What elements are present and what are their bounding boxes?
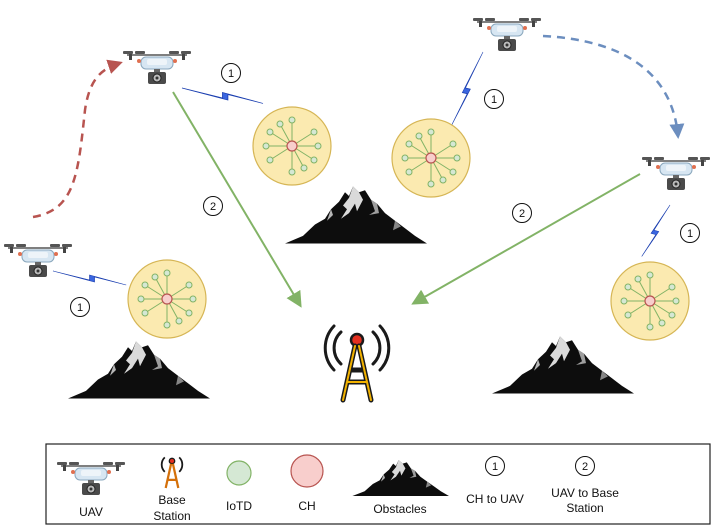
iot-cluster-4 <box>610 261 690 341</box>
legend-uav-to-bs-label: UAV to Base <box>551 486 619 500</box>
step-badge-ch-to-uav: 1 <box>484 89 504 109</box>
drone-icon <box>472 17 542 52</box>
step-badge-ch-to-uav: 1 <box>70 297 90 317</box>
drone-icon <box>122 50 192 85</box>
radio-tower-icon <box>323 324 391 403</box>
lightning-bolt-icon <box>52 270 127 286</box>
iot-cluster-1 <box>252 106 332 186</box>
svg-text:1: 1 <box>228 68 234 80</box>
lightning-bolt-icon <box>641 201 671 261</box>
svg-text:1: 1 <box>491 94 497 106</box>
legend-ch-to-uav-badge <box>485 456 505 476</box>
lightning-bolt-icon <box>451 48 484 129</box>
drone-icon <box>3 243 73 278</box>
uplink-arrow-right <box>411 173 641 305</box>
legend-iotd-label: IoTD <box>226 499 252 513</box>
legend-uav-to-bs-label: Station <box>566 501 603 515</box>
svg-text:2: 2 <box>210 201 216 213</box>
svg-text:2: 2 <box>519 208 525 220</box>
legend-uav-to-bs-badge <box>575 456 595 476</box>
legend-base-station-label: Base <box>158 493 186 507</box>
uav-path-blue <box>542 34 685 139</box>
step-badge-uav-to-bs: 2 <box>203 196 223 216</box>
legend-iotd-icon <box>226 460 252 486</box>
legend-uav-to-bs-number: 2 <box>582 461 588 473</box>
legend-ch-icon <box>290 454 324 488</box>
iot-cluster-3 <box>127 259 207 339</box>
step-badge-ch-to-uav: 1 <box>221 63 241 83</box>
iot-cluster-2 <box>391 118 471 198</box>
legend-obstacles-label: Obstacles <box>373 502 426 516</box>
uplink-arrow-left <box>172 91 302 308</box>
step-badge-uav-to-bs: 2 <box>512 203 532 223</box>
uav-path-red <box>32 59 123 219</box>
legend-ch-to-uav-number: 1 <box>492 461 498 473</box>
mountain-icon <box>285 186 427 244</box>
lightning-bolt-icon <box>181 87 264 104</box>
step-badge-ch-to-uav: 1 <box>680 223 700 243</box>
legend-uav-label: UAV <box>79 505 103 519</box>
legend-base-station-label: Station <box>153 509 190 523</box>
mountain-icon <box>68 341 210 399</box>
legend: UAV Base Station IoTD CH Obstacles 1 CH … <box>45 443 711 525</box>
legend-base-station-icon <box>160 456 184 489</box>
drone-icon <box>641 156 711 191</box>
svg-text:1: 1 <box>687 228 693 240</box>
legend-ch-label: CH <box>298 499 315 513</box>
svg-text:1: 1 <box>77 302 83 314</box>
mountain-icon <box>492 336 634 394</box>
legend-ch-to-uav-label: CH to UAV <box>466 492 524 506</box>
